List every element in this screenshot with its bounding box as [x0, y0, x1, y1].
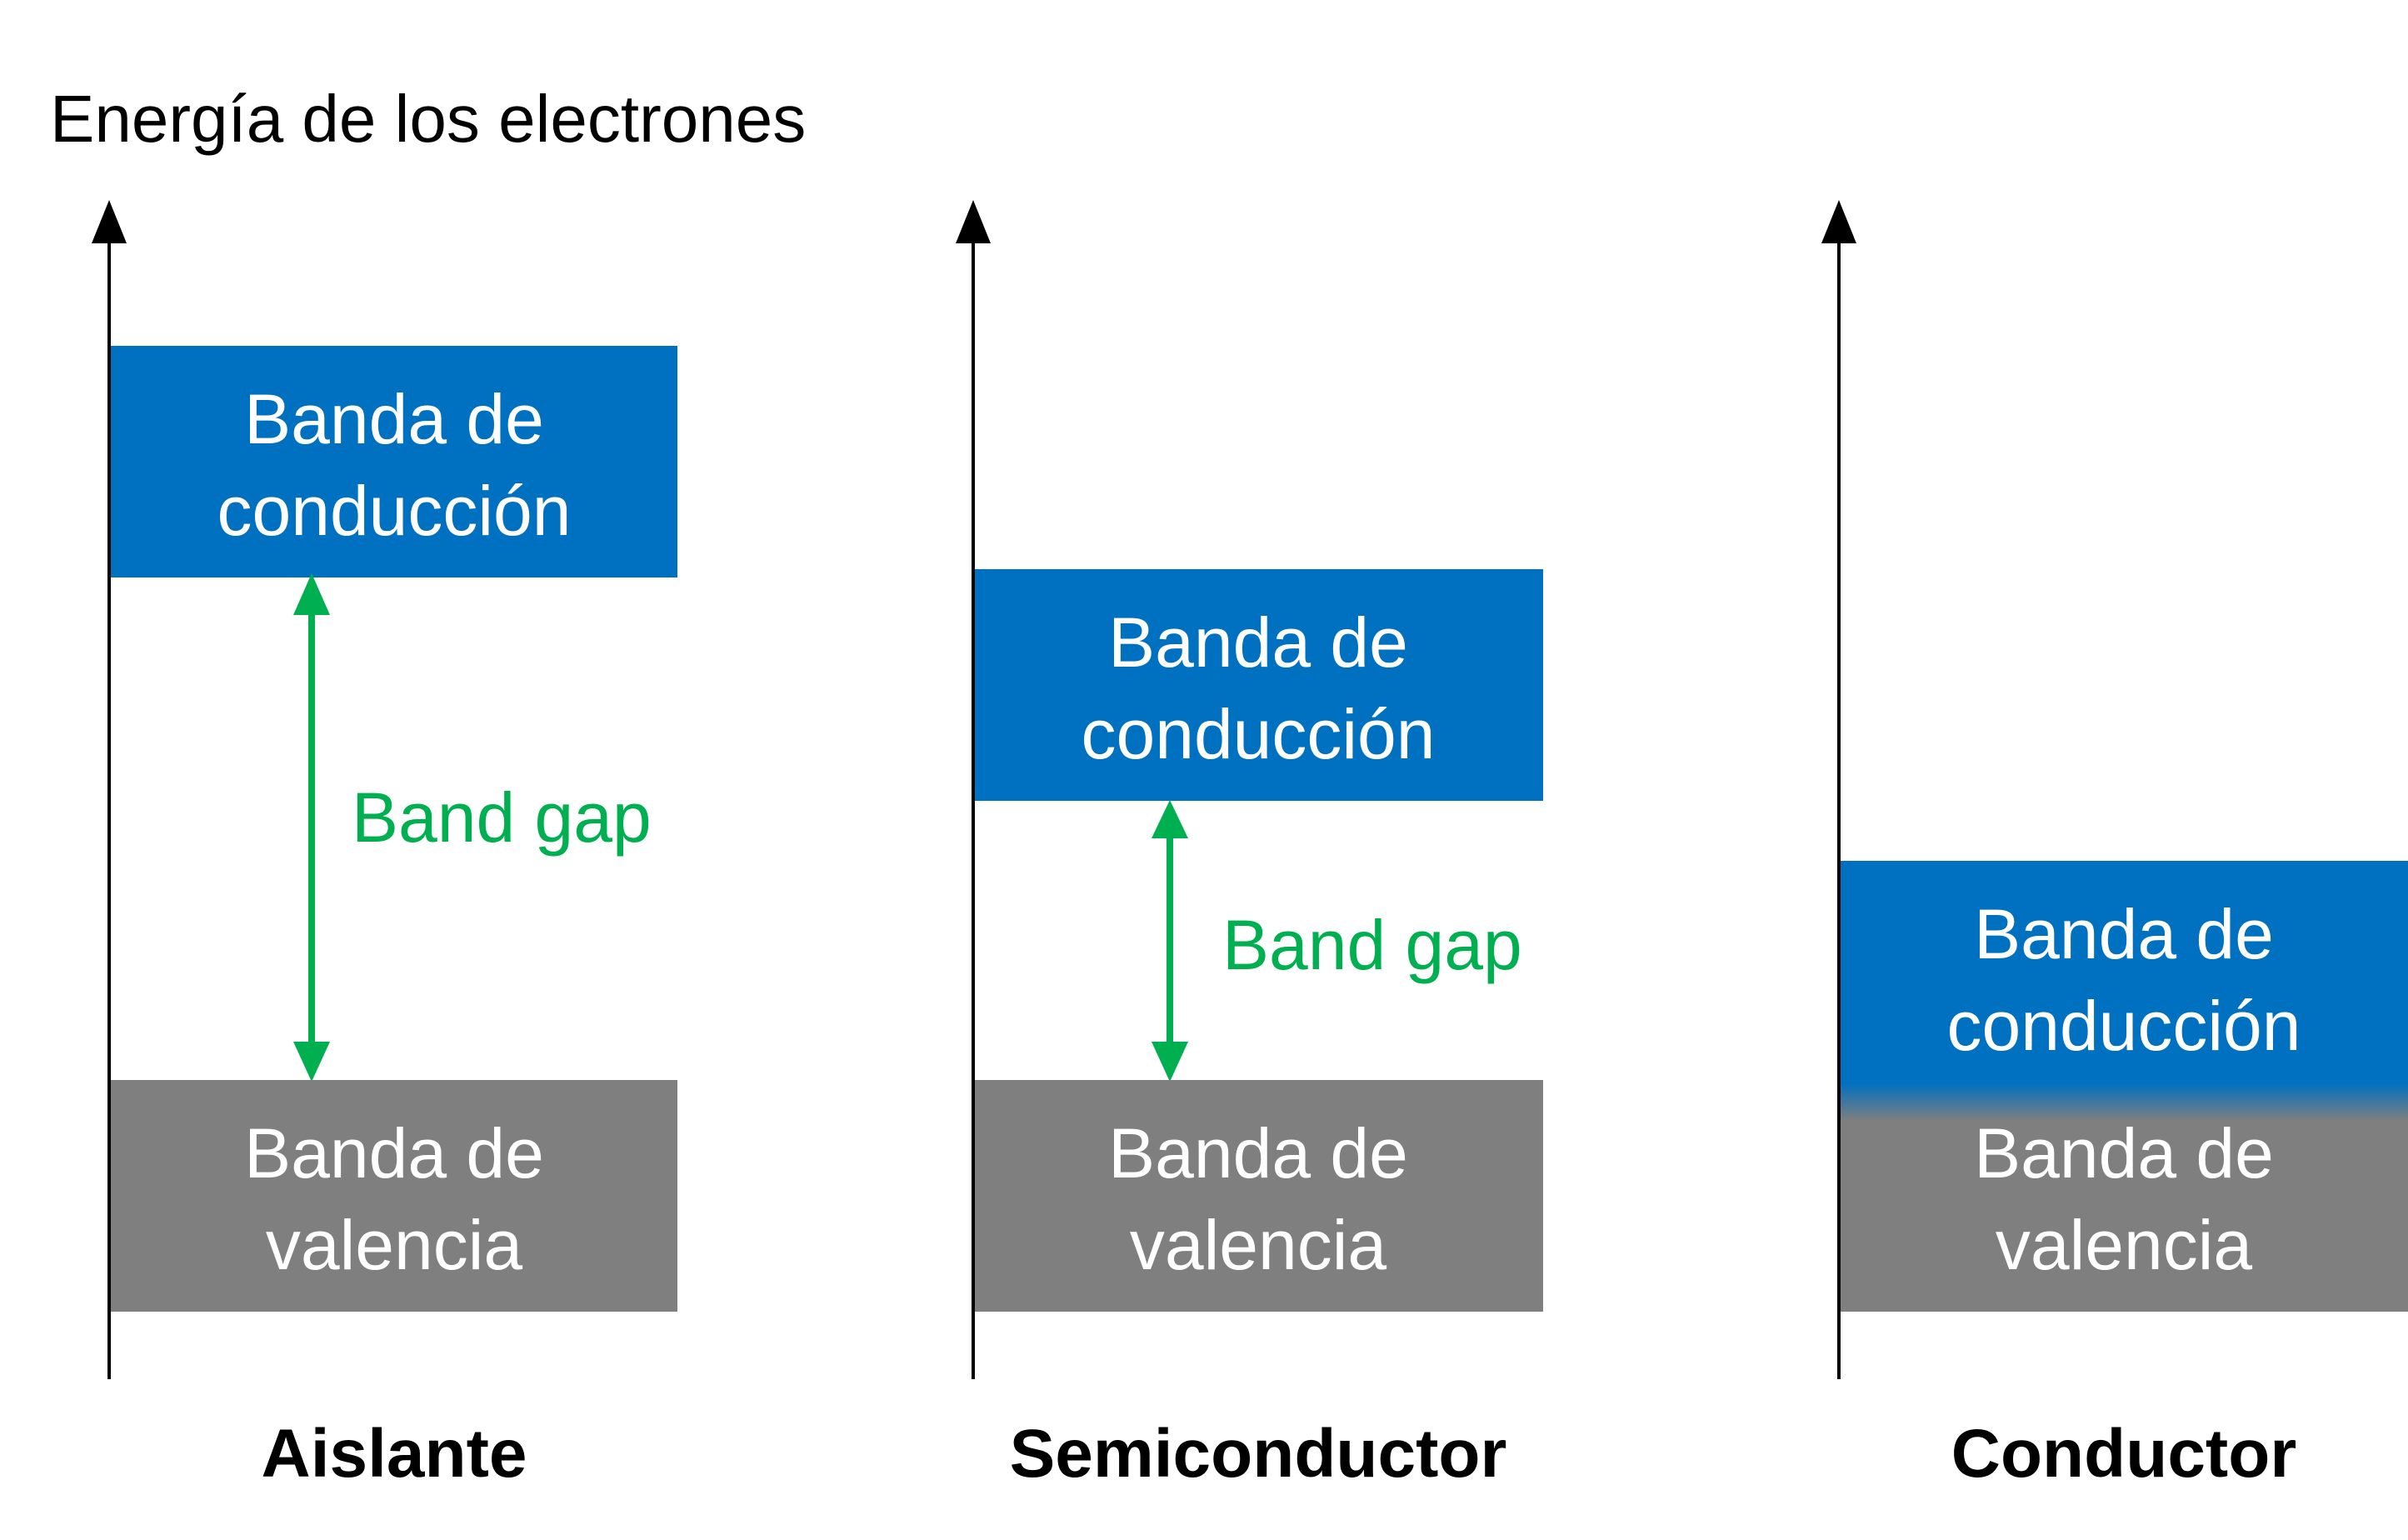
conduction-band-label-line1: Banda de [244, 380, 544, 458]
conduction-band-label-line1: Banda de [1108, 603, 1408, 682]
energy-axis-arrow-icon [1821, 200, 1856, 243]
valence-band-label-line2: valencia [1130, 1206, 1386, 1284]
band-gap-label: Band gap [352, 778, 652, 857]
band-gap-arrow-down-icon [293, 1042, 330, 1082]
band-gap-label: Band gap [1222, 906, 1522, 984]
valence-band-label-line1: Banda de [244, 1114, 544, 1192]
band-overlap-gradient [1841, 1083, 2408, 1121]
valence-band-label-line2: valencia [266, 1206, 522, 1284]
valence-band-label-line2: valencia [1996, 1206, 2252, 1284]
energy-axis-arrow-icon [956, 200, 991, 243]
panel-semiconductor: Banda de conducción Band gap Banda de va… [956, 200, 1543, 1492]
panel-conductor: Banda de conducción Banda de valencia Co… [1821, 200, 2408, 1492]
valence-band [111, 1080, 677, 1312]
valence-band-label-line1: Banda de [1974, 1114, 2274, 1192]
band-gap-arrow-up-icon [293, 573, 330, 615]
conduction-band [975, 569, 1543, 801]
band-gap-arrow-up-icon [1152, 800, 1188, 838]
material-label: Conductor [1951, 1416, 2296, 1492]
conduction-band-label-line1: Banda de [1974, 895, 2274, 973]
valence-band [975, 1080, 1543, 1312]
conduction-band-label-line2: conducción [1082, 695, 1436, 773]
conduction-band-label-line2: conducción [217, 472, 572, 550]
conduction-band [111, 346, 677, 578]
material-label: Aislante [262, 1416, 527, 1492]
panel-aislante: Banda de conducción Band gap Banda de va… [92, 200, 677, 1492]
conduction-band [1841, 861, 2408, 1083]
diagram-title: Energía de los electrones [50, 82, 806, 156]
band-gap-arrow-down-icon [1152, 1042, 1188, 1082]
material-label: Semiconductor [1010, 1416, 1507, 1492]
valence-band [1841, 1121, 2408, 1312]
valence-band-label-line1: Banda de [1108, 1114, 1408, 1192]
conduction-band-label-line2: conducción [1947, 987, 2301, 1065]
energy-axis-arrow-icon [92, 200, 127, 243]
